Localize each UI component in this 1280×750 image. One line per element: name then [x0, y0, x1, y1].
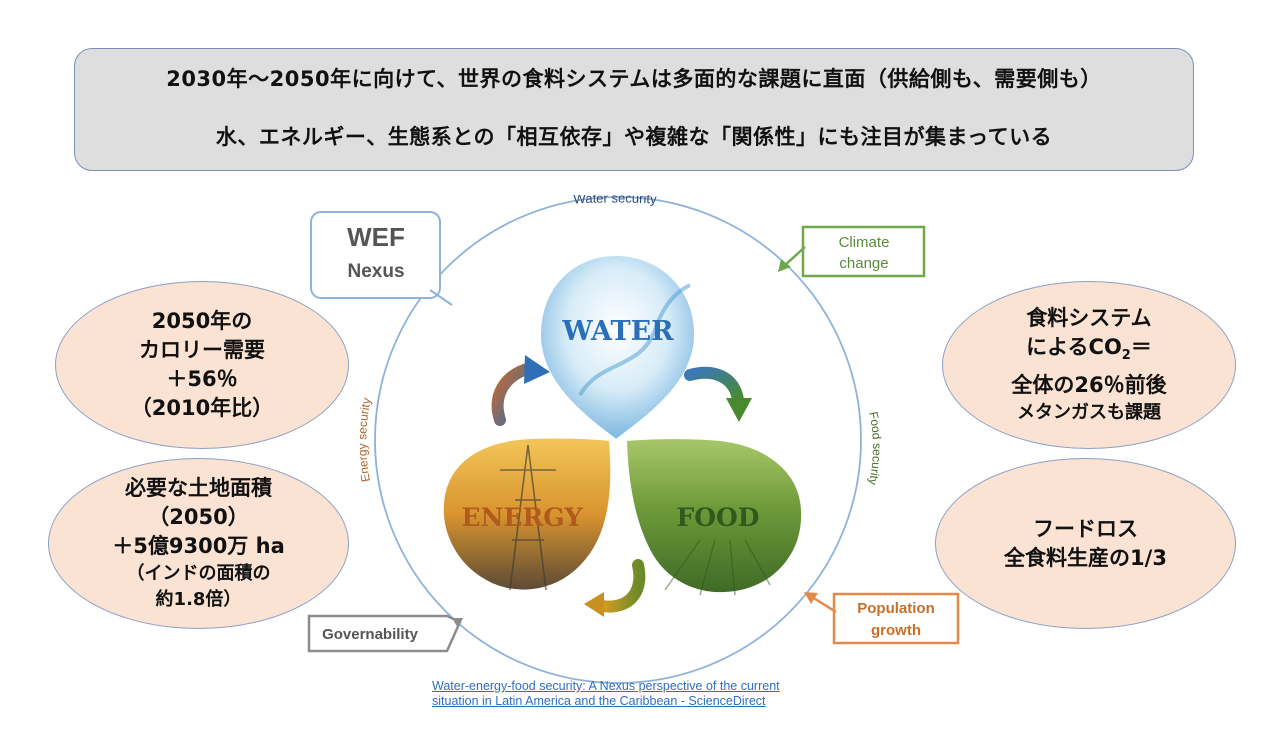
food-loss-oval: フードロス 全食料生産の1/3	[935, 458, 1236, 629]
header-line-2: 水、エネルギー、生態系との「相互依存」や複雑な「関係性」にも注目が集まっている	[215, 125, 1053, 149]
wef-nexus-box	[310, 211, 441, 299]
co2-line-1: 食料システム	[1026, 306, 1152, 331]
population-growth-line1: Population	[857, 600, 935, 617]
water-security-label: Water security	[573, 195, 657, 207]
governability-box	[307, 614, 462, 653]
citation-link[interactable]: Water-energy-food security: A Nexus pers…	[432, 679, 852, 709]
wef-nexus-diagram: Water security Energy security Food secu…	[307, 195, 960, 684]
energy-label: ENERGY	[462, 503, 584, 532]
climate-change-line1: Climate	[839, 234, 890, 251]
foodloss-line-2: 全食料生産の1/3	[1004, 545, 1167, 570]
land-line-3: ＋5億9300万 ha	[112, 534, 285, 558]
wef-title: WEF	[347, 222, 405, 252]
energy-to-water-arrowhead	[524, 355, 550, 384]
food-security-label: Food security	[866, 410, 884, 486]
co2-subscript: 2	[1121, 348, 1131, 364]
co2-line-3: 全体の26％前後	[1011, 372, 1167, 397]
calorie-line-2: カロリー需要	[139, 338, 265, 362]
energy-security-label: Energy security	[355, 397, 374, 483]
power-tower-icon	[500, 444, 556, 591]
wef-connector	[429, 289, 453, 306]
co2-line-2-pre: によるCO	[1026, 335, 1122, 360]
governability-label: Governability	[322, 626, 419, 643]
citation-line-1[interactable]: Water-energy-food security: A Nexus pers…	[432, 679, 780, 693]
food-drop	[624, 437, 804, 595]
foodloss-line-1: フードロス	[1033, 516, 1138, 541]
land-line-4: （インドの面積の	[126, 563, 271, 584]
co2-line-2: によるCO2＝	[1026, 333, 1152, 370]
land-line-1: 必要な土地面積	[125, 476, 272, 500]
co2-line-2-post: ＝	[1130, 335, 1152, 360]
co2-line-4: メタンガスも課題	[1017, 401, 1161, 423]
climate-arrow-head	[778, 259, 791, 272]
governability-arrow-head	[452, 618, 463, 628]
calorie-line-3: ＋56％	[166, 367, 238, 391]
water-label: WATER	[561, 316, 674, 347]
food-to-energy-arrowhead	[584, 592, 604, 617]
water-to-food-arrow	[684, 366, 744, 406]
citation-line-2[interactable]: situation in Latin America and the Carib…	[432, 694, 766, 708]
water-splash-icon	[578, 283, 691, 397]
nexus-circle	[374, 196, 862, 684]
crop-rows-icon	[664, 539, 771, 596]
water-to-food-arrowhead	[726, 398, 752, 422]
water-drop	[538, 253, 697, 442]
co2-emissions-oval: 食料システム によるCO2＝ 全体の26％前後 メタンガスも課題	[942, 281, 1236, 449]
climate-change-box	[801, 225, 926, 278]
population-arrow-head	[804, 592, 818, 604]
calorie-line-4: （2010年比）	[130, 396, 274, 420]
calorie-line-1: 2050年の	[151, 309, 253, 333]
food-label: FOOD	[677, 503, 760, 532]
population-arrow-shaft	[811, 595, 837, 614]
climate-change-line2: change	[839, 255, 888, 272]
energy-to-water-arrow	[491, 362, 536, 426]
population-growth-box	[832, 592, 960, 645]
energy-drop	[441, 436, 613, 592]
calorie-demand-oval: 2050年の カロリー需要 ＋56％ （2010年比）	[55, 281, 349, 449]
land-line-2: （2050）	[148, 505, 249, 529]
population-growth-line2: growth	[871, 622, 921, 639]
header-box: 2030年～2050年に向けて、世界の食料システムは多面的な課題に直面（供給側も…	[74, 48, 1194, 171]
wef-subtitle: Nexus	[347, 261, 404, 282]
land-area-oval: 必要な土地面積 （2050） ＋5億9300万 ha （インドの面積の 約1.8…	[48, 458, 349, 629]
land-line-5: 約1.8倍）	[155, 589, 242, 610]
climate-arrow-shaft	[783, 246, 806, 267]
food-to-energy-arrow	[592, 559, 646, 613]
header-line-1: 2030年～2050年に向けて、世界の食料システムは多面的な課題に直面（供給側も…	[166, 67, 1102, 91]
